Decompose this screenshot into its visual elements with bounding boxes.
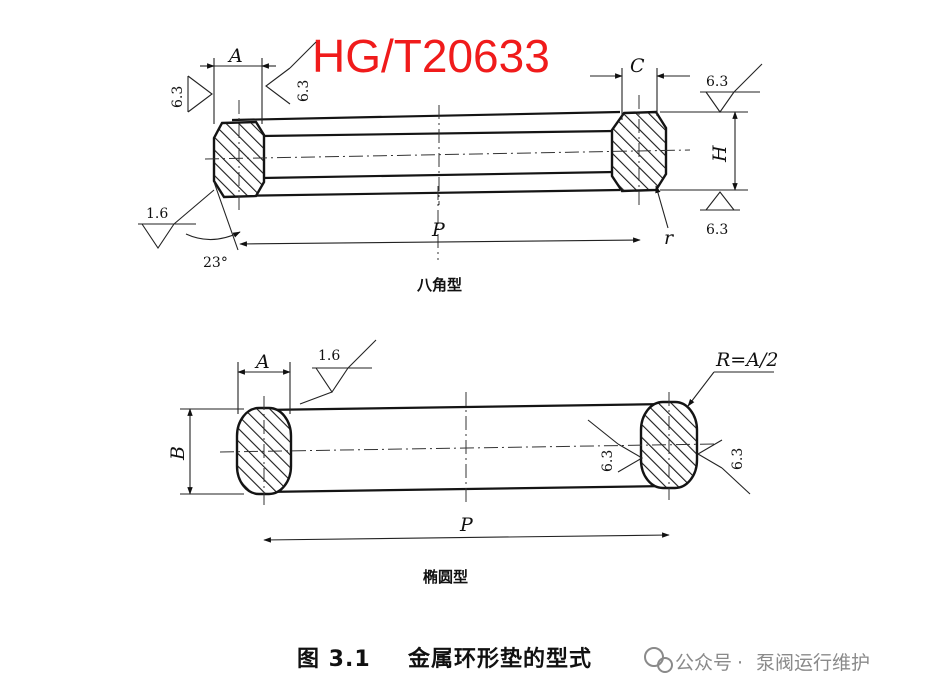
svg-text:6.3: 6.3 — [170, 86, 186, 108]
octagonal-caption: 八角型 — [416, 276, 462, 294]
svg-text:6.3: 6.3 — [706, 74, 728, 90]
wechat-icon — [644, 647, 673, 673]
dim-P-octagonal: P — [431, 219, 446, 241]
roughness-symbol: 1.6 — [299, 339, 377, 405]
figure-title: 金属环形垫的型式 — [407, 646, 592, 672]
roughness-symbol: 6.3 — [170, 75, 213, 113]
dim-H: H — [709, 145, 731, 163]
roughness-symbol: 6.3 — [700, 191, 740, 238]
roughness-symbol: 6.3 — [700, 63, 763, 113]
dim-A-oval: A — [254, 351, 270, 373]
watermark-label: 公众号 — [675, 652, 732, 674]
angle-23: 23° — [203, 255, 228, 271]
octagonal-gasket-view: A C H P r 23° 6.3 6.3 — [138, 41, 763, 294]
dim-C: C — [630, 55, 645, 77]
radius-note: R=A/2 — [715, 349, 778, 371]
roughness-symbol: 6.3 — [265, 41, 317, 105]
dim-B: B — [167, 446, 189, 461]
oval-gasket-view: A B P R=A/2 1.6 6.3 6.3 — [167, 339, 778, 586]
oval-caption: 椭圆型 — [423, 568, 468, 586]
svg-text:6.3: 6.3 — [600, 450, 616, 472]
standard-code: HG/T20633 — [312, 30, 550, 82]
svg-text:6.3: 6.3 — [730, 448, 746, 470]
svg-text:1.6: 1.6 — [318, 348, 340, 364]
roughness-symbol: 6.3 — [696, 439, 751, 495]
dim-A-octagonal: A — [227, 45, 243, 67]
roughness-symbol: 1.6 — [138, 189, 215, 249]
dim-P-oval: P — [459, 514, 474, 536]
svg-text:6.3: 6.3 — [706, 222, 728, 238]
watermark: 公众号 · 泵阀运行维护 — [644, 647, 870, 674]
watermark-separator: · — [737, 652, 743, 674]
svg-text:1.6: 1.6 — [146, 206, 168, 222]
roughness-symbol: 6.3 — [587, 419, 644, 473]
figure-number: 图 3.1 — [297, 647, 371, 672]
dim-r: r — [664, 227, 675, 249]
watermark-account: 泵阀运行维护 — [756, 652, 870, 674]
svg-text:6.3: 6.3 — [296, 80, 312, 102]
